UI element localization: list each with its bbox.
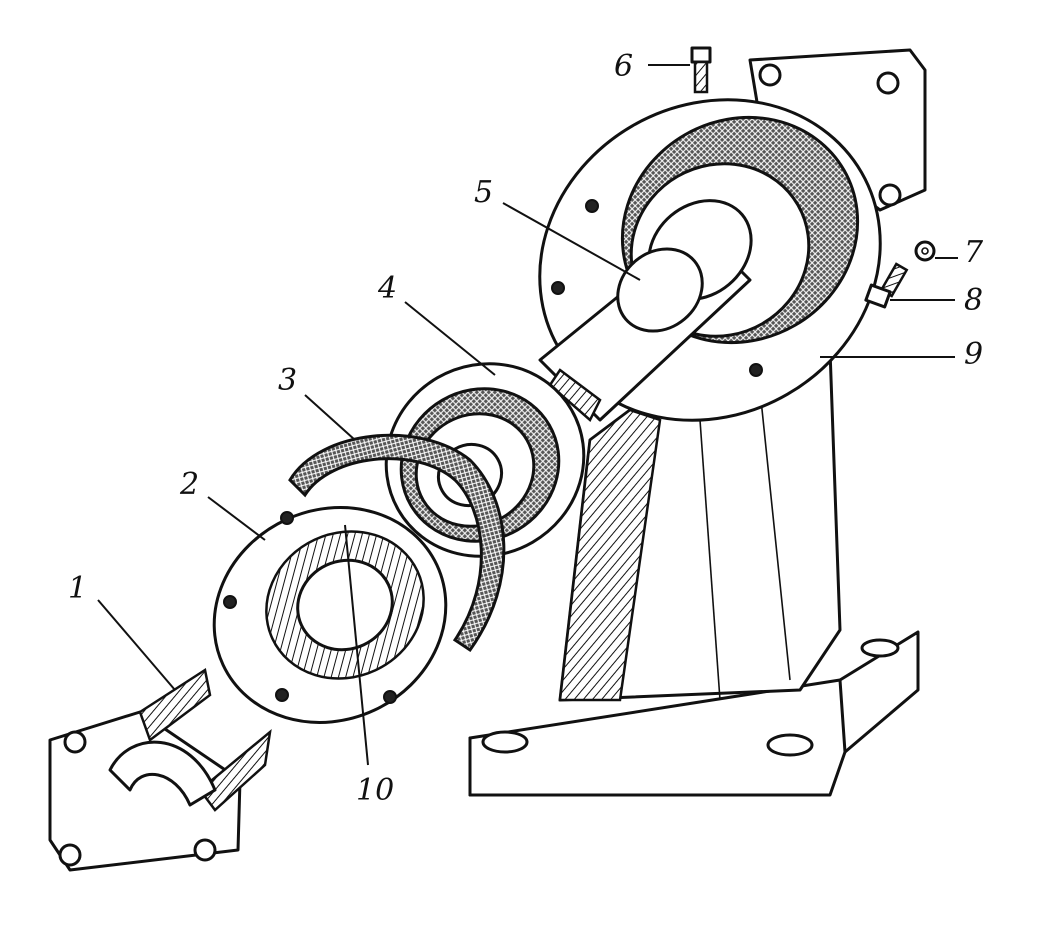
bolt bbox=[864, 262, 909, 309]
split-clamp bbox=[48, 667, 272, 872]
callout-1: 1 bbox=[68, 571, 87, 606]
leader-2 bbox=[207, 496, 266, 541]
callout-2: 2 bbox=[179, 467, 199, 502]
pedestal-support bbox=[468, 328, 920, 797]
leader-lines bbox=[97, 64, 958, 766]
leader-5 bbox=[502, 202, 641, 281]
callout-7: 7 bbox=[964, 235, 984, 270]
callout-6: 6 bbox=[614, 49, 633, 84]
callout-10: 10 bbox=[356, 773, 394, 808]
leader-1 bbox=[97, 599, 176, 691]
front-cover-flange bbox=[212, 506, 448, 724]
callout-9: 9 bbox=[964, 337, 983, 372]
knurled-split-ring bbox=[288, 433, 506, 653]
callout-5: 5 bbox=[474, 175, 493, 210]
callout-3: 3 bbox=[278, 363, 297, 398]
washer bbox=[914, 240, 936, 262]
shaft bbox=[538, 199, 753, 423]
leader-4 bbox=[404, 301, 496, 376]
grease-fitting bbox=[690, 46, 712, 94]
callout-8: 8 bbox=[964, 283, 983, 318]
leader-10 bbox=[344, 524, 369, 766]
leader-3 bbox=[304, 394, 356, 441]
callout-4: 4 bbox=[377, 271, 397, 306]
callout-labels: 1 2 3 4 5 6 7 8 9 10 bbox=[68, 49, 984, 808]
